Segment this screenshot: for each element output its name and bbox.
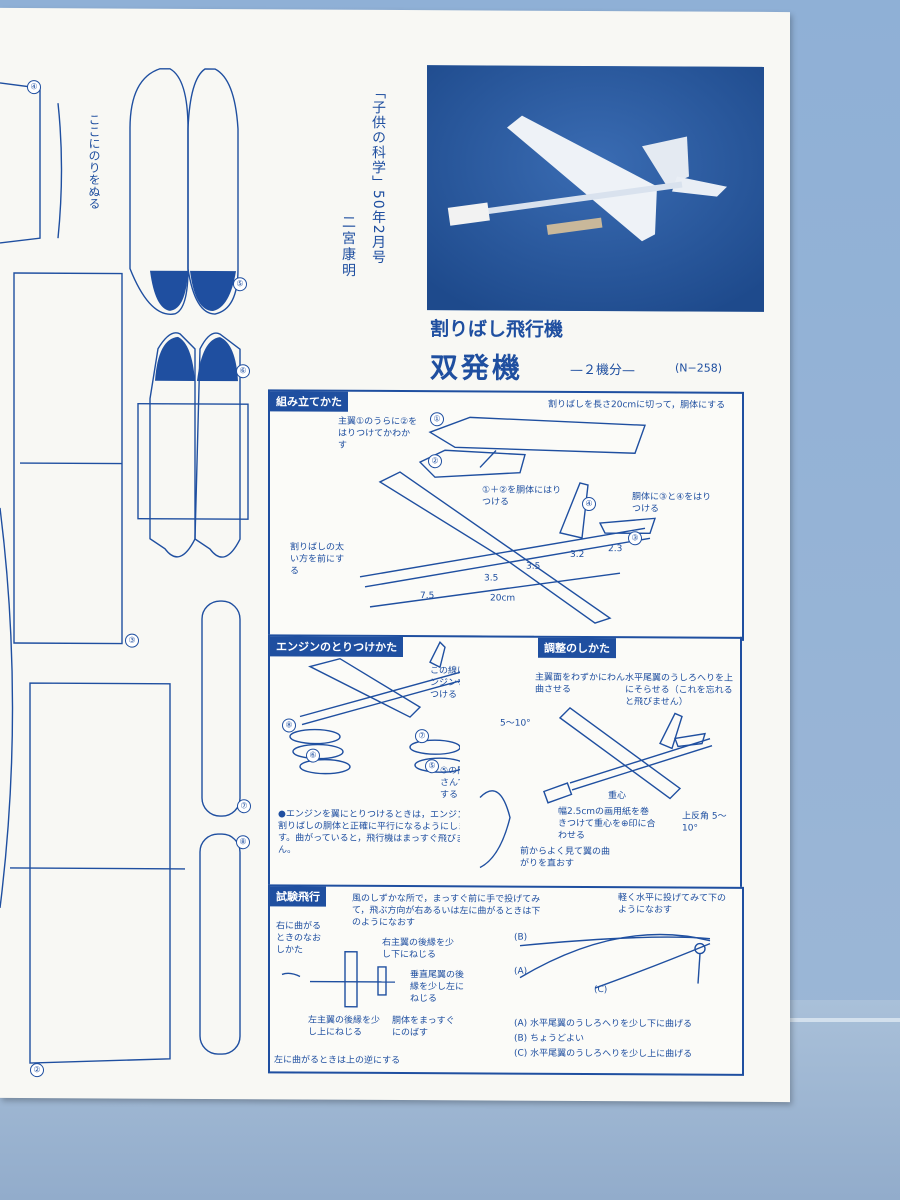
test-diagram (281, 933, 711, 1008)
adjust-diagram (479, 706, 713, 869)
label-part-1: ① (430, 412, 444, 427)
engine-label-5: ⑤ (425, 759, 439, 774)
plane-count: —２機分— (570, 362, 636, 379)
label-part-2: ② (428, 454, 442, 469)
part-number-7: ⑦ (237, 799, 251, 814)
engine-label-7: ⑦ (415, 729, 429, 744)
dim-20cm: 20cm (490, 593, 516, 604)
plane-photo (427, 65, 764, 312)
assembly-diagram (359, 416, 657, 624)
part-number-3: ③ (125, 633, 139, 648)
surface-seam (760, 1018, 900, 1022)
dim-7-5: 7.5 (420, 591, 435, 602)
engine-label-6: ⑥ (306, 748, 320, 763)
page-title: 双発機 (430, 351, 524, 385)
author-name: 二宮康明 (340, 214, 356, 279)
assembly-panel: 組み立てかた 割りばしを長さ20cmに切って，胴体にする 主翼①のうらに②をはり… (268, 389, 744, 641)
kit-code: (N−258) (675, 361, 723, 375)
dim-2-3: 2.3 (608, 544, 623, 555)
dim-3-5-a: 3.5 (484, 573, 499, 584)
engine-label-8: ⑧ (282, 718, 296, 733)
engine-bullet: ●エンジンを翼にとりつけるときは，エンジンが割りばしの胴体と正確に平行になるよう… (278, 809, 475, 856)
part-number-2: ② (30, 1063, 44, 1078)
magazine-issue: 「子供の科学」50年2月号 (370, 84, 386, 265)
paper-sheet: ここにのりをぬる ④ ⑤ ⑥ ③ ⑦ ⑧ ② 「子供の科学」50年2月号 二宮康… (0, 7, 790, 1103)
dim-3-5-b: 3.5 (526, 561, 541, 572)
part-number-4: ④ (27, 80, 41, 95)
subtitle: 割りばし飛行機 (430, 318, 564, 341)
cutout-templates (0, 68, 249, 1064)
adjust-panel: 調整のしかた 主翼面をわずかにわん曲させる 水平尾翼のうしろへりを上にそらせる（… (460, 635, 742, 891)
label-part-3: ③ (628, 531, 642, 546)
part-number-8: ⑧ (236, 835, 250, 850)
test-panel: 試験飛行 風のしずかな所で，まっすぐ前に手で投げてみて，飛ぶ方向が右あるいは左に… (268, 884, 744, 1076)
glue-note: ここにのりをぬる (87, 113, 101, 210)
model-plane-image (427, 65, 764, 312)
part-number-5: ⑤ (233, 277, 247, 292)
part-number-6: ⑥ (236, 364, 250, 379)
label-part-4: ④ (582, 496, 596, 512)
dim-3-2: 3.2 (570, 549, 585, 560)
